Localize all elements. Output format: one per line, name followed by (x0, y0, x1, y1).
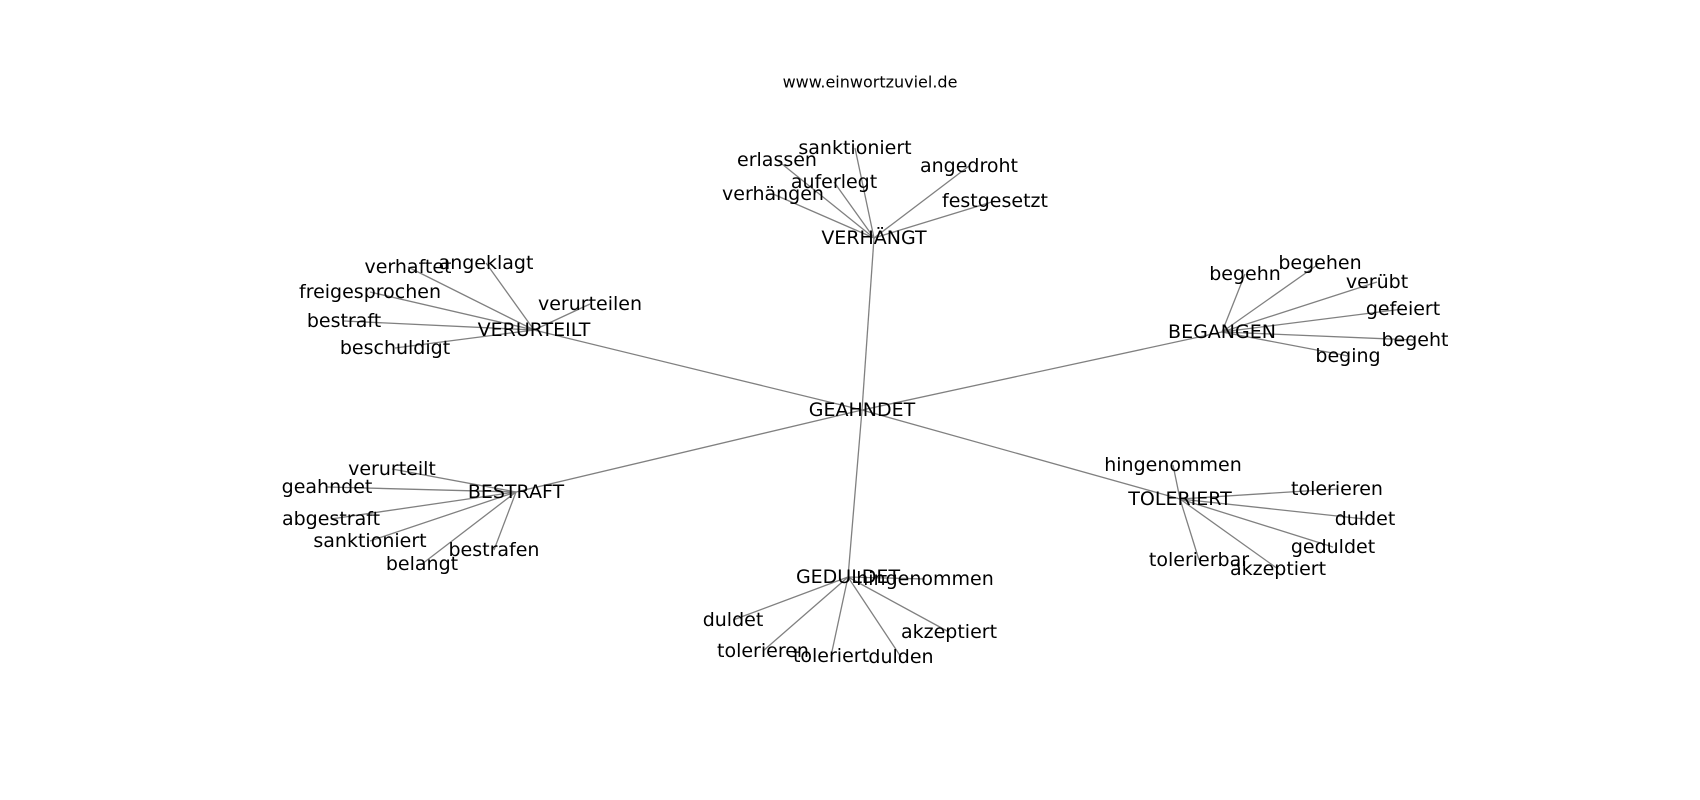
leaf-node-label: verübt (1346, 271, 1408, 293)
edge-hub-to-leaf (847, 576, 950, 633)
edge-root-to-hub (847, 409, 863, 578)
leaf-node-label: festgesetzt (942, 190, 1048, 212)
edge-hub-to-leaf (330, 491, 517, 520)
edge-hub-to-leaf (343, 320, 535, 331)
leaf-node-label: abgestraft (282, 508, 380, 530)
edge-root-to-hub (533, 329, 863, 411)
edge-hub-to-leaf (762, 576, 849, 652)
edge-hub-to-leaf (493, 491, 517, 551)
leaf-node-label: verhängen (722, 183, 824, 205)
edge-hub-to-leaf (391, 468, 517, 493)
edge-hub-to-leaf (1221, 331, 1416, 341)
edge-hub-to-leaf (1221, 308, 1404, 333)
edge-hub-to-leaf (394, 329, 535, 349)
leaf-node-label: tolerierbar (1149, 549, 1249, 571)
leaf-node-label: tolerieren (1291, 478, 1383, 500)
edge-hub-to-leaf (847, 576, 926, 580)
leaf-node-label: erlassen (737, 149, 817, 171)
leaf-node-label: hingenommen (856, 568, 994, 590)
edge-hub-to-leaf (772, 193, 875, 239)
leaf-node-label: beging (1315, 345, 1380, 367)
leaf-node-label: hingenommen (1104, 454, 1242, 476)
edge-hub-to-leaf (369, 291, 535, 331)
edge-hub-to-leaf (1179, 498, 1200, 561)
edge-hub-to-leaf (369, 491, 517, 542)
leaf-node-label: bestraft (307, 310, 381, 332)
edge-hub-to-leaf (1221, 262, 1321, 333)
edge-hub-to-leaf (776, 159, 875, 239)
leaf-node-label: gefeiert (1366, 298, 1440, 320)
leaf-node-label: toleriert (793, 645, 869, 667)
leaf-node-label: duldet (1335, 508, 1396, 530)
leaf-node-label: verurteilt (348, 458, 436, 480)
edge-root-to-hub (861, 331, 1223, 411)
leaf-node-label: begeht (1382, 329, 1449, 351)
edge-hub-to-leaf (732, 576, 849, 621)
edge-hub-to-leaf (854, 147, 875, 239)
edge-hub-to-leaf (1221, 281, 1378, 333)
hub-node-label: GEDULDET (796, 566, 900, 588)
edge-hub-to-leaf (830, 576, 849, 657)
leaf-node-label: angedroht (920, 155, 1018, 177)
edge-root-to-hub (861, 237, 875, 411)
root-node-label: GEAHNDET (809, 399, 916, 421)
leaf-node-label: begehen (1278, 252, 1361, 274)
edge-hub-to-leaf (1179, 498, 1334, 548)
edge-hub-to-leaf (833, 181, 875, 239)
edge-hub-to-leaf (1179, 488, 1338, 500)
leaf-node-label: dulden (868, 646, 933, 668)
edge-hub-to-leaf (421, 491, 517, 565)
leaf-node-label: verurteilen (538, 293, 642, 315)
edge-hub-to-leaf (847, 576, 902, 658)
hub-node-label: BESTRAFT (468, 481, 565, 503)
leaf-node-label: geduldet (1291, 536, 1375, 558)
edge-hub-to-leaf (1172, 464, 1181, 500)
leaf-node-label: sanktioniert (313, 530, 426, 552)
edge-hub-to-leaf (1179, 498, 1279, 570)
hub-node-label: BEGANGEN (1168, 321, 1276, 343)
leaf-node-label: akzeptiert (1230, 558, 1326, 580)
site-label: www.einwortzuviel.de (783, 73, 958, 92)
leaf-node-label: beschuldigt (340, 337, 450, 359)
leaf-node-label: begehn (1209, 263, 1281, 285)
edges-layer (326, 147, 1416, 658)
leaf-node-label: tolerieren (717, 640, 809, 662)
edge-hub-to-leaf (407, 266, 535, 331)
leaf-node-label: belangt (386, 553, 458, 575)
edge-hub-to-leaf (533, 303, 591, 331)
leaf-node-label: sanktioniert (798, 137, 911, 159)
edge-hub-to-leaf (1179, 498, 1366, 520)
leaf-node-label: duldet (703, 609, 764, 631)
edge-hub-to-leaf (326, 486, 517, 493)
leaf-node-label: freigesprochen (299, 281, 441, 303)
edge-hub-to-leaf (873, 165, 970, 239)
hub-node-label: TOLERIERT (1127, 488, 1232, 510)
leaf-node-label: auferlegt (791, 171, 877, 193)
labels-layer: GEAHNDET VERHÄNGT verhängen erlassenauferle… (282, 137, 1449, 668)
leaf-node-label: akzeptiert (901, 621, 997, 643)
edge-hub-to-leaf (873, 200, 996, 239)
edge-hub-to-leaf (1221, 273, 1246, 333)
leaf-node-label: angeklagt (439, 252, 534, 274)
hub-node-label: VERURTEILT (478, 319, 591, 341)
hub-node-label: VERHÄNGT (821, 226, 927, 249)
edge-root-to-hub (861, 409, 1181, 500)
edge-hub-to-leaf (1221, 331, 1349, 357)
edge-root-to-hub (515, 409, 863, 493)
leaf-node-label: geahndet (282, 476, 373, 498)
leaf-node-label: bestrafen (449, 539, 540, 561)
edge-hub-to-leaf (485, 262, 535, 331)
leaf-node-label: verhaftet (364, 256, 451, 278)
